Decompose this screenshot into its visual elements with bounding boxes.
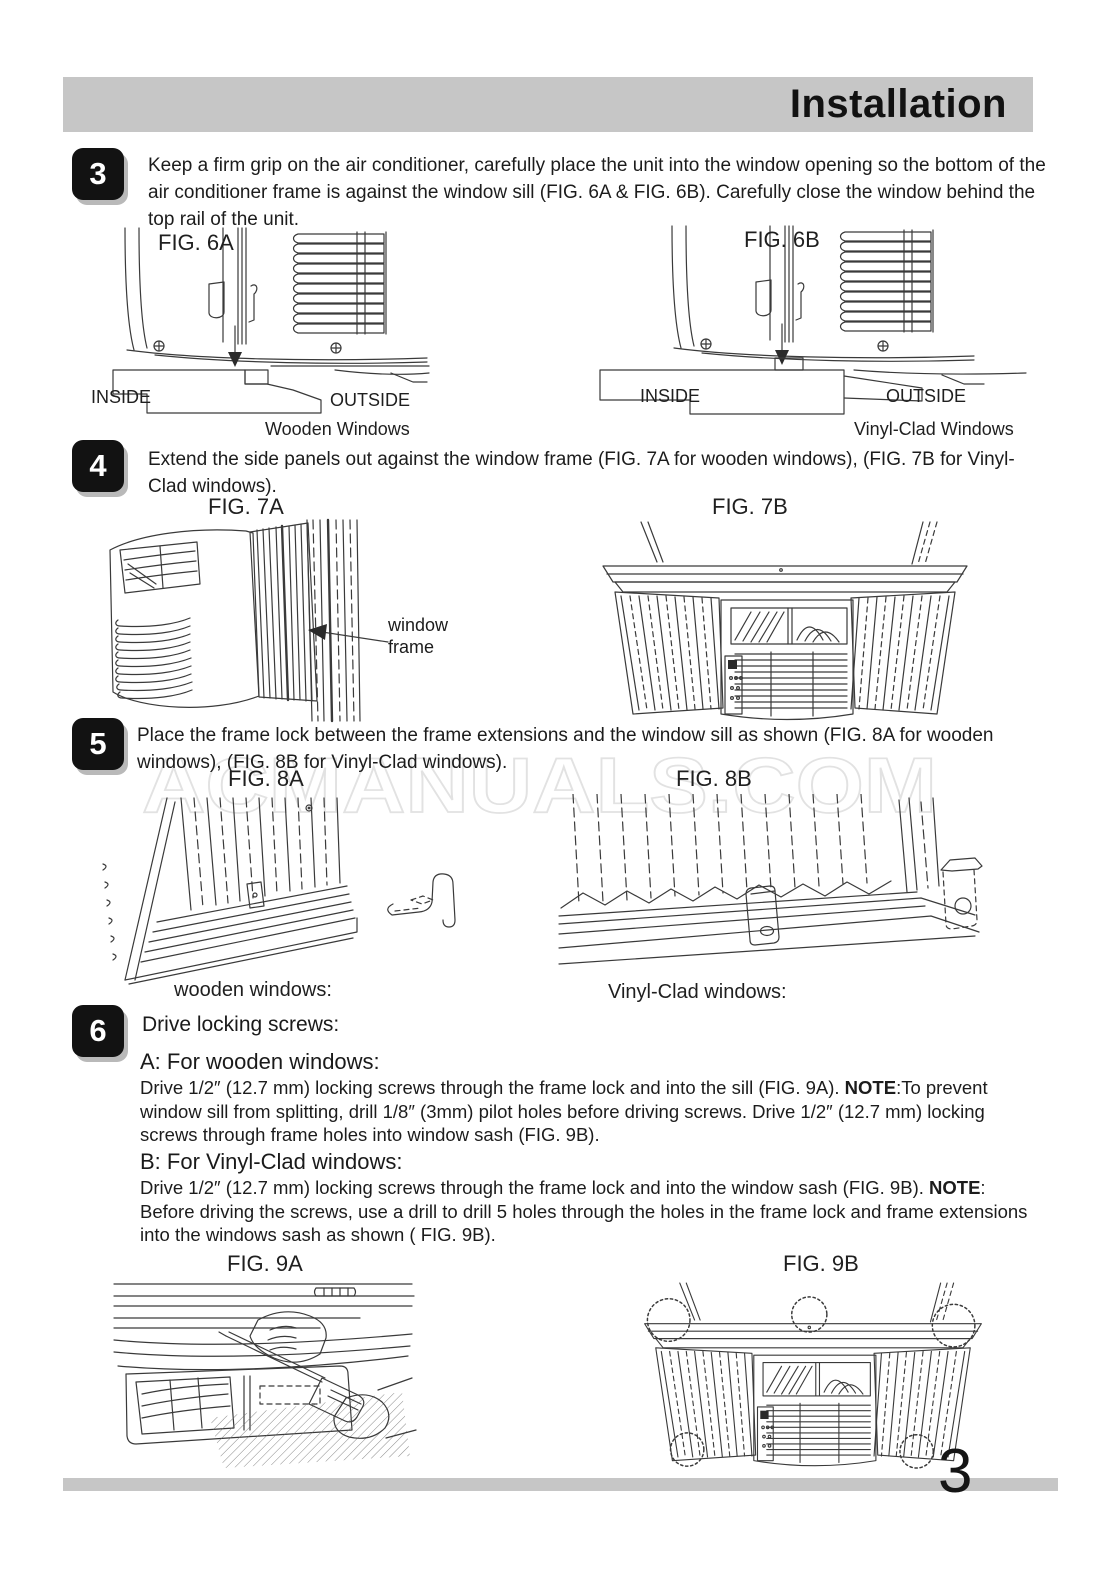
step-4-badge: 4 [72,440,124,492]
fig8b-caption: Vinyl-Clad windows: [608,981,787,1003]
fig9a-illustration [113,1283,417,1468]
fig7a-illustration [109,518,389,723]
frame-lock-art [387,873,456,928]
fig8b-illustration [558,794,983,965]
page-number: 3 [938,1437,973,1506]
page-title: Installation [789,82,1007,126]
section-b-paragraph: Drive 1/2″ (12.7 mm) locking screws thro… [140,1176,1045,1247]
fig6a-inside-label: INSIDE [91,387,152,407]
fig8b-label: FIG. 8B [676,766,752,791]
arrow-left-icon [321,631,389,643]
step-6-badge: 6 [72,1005,124,1057]
section-b-text-2: : Before driving the screws, use a drill… [140,1177,1028,1245]
fig6a-illustration [112,227,430,414]
fig9a-label: FIG. 9A [227,1251,303,1276]
watermark-text: ACMANUALS.COM [142,741,937,829]
step-3-text: Keep a firm grip on the air conditioner,… [148,155,1046,230]
step-4-text: Extend the side panels out against the w… [148,449,1015,497]
section-a-text-1: Drive 1/2″ (12.7 mm) locking screws thro… [140,1077,845,1098]
screw-location-markers [646,1296,976,1469]
footer-bar [63,1478,1058,1491]
fig7b-label: FIG. 7B [712,494,788,519]
hands-art [249,1311,417,1439]
fig9b-label: FIG. 9B [783,1251,859,1276]
watermark: ACMANUALS.COM [141,740,938,830]
ac-bottom-view-art [602,521,968,721]
step-5-badge: 5 [72,718,124,770]
fig6a-label: FIG. 6A [158,230,234,255]
step-6-heading: Drive locking screws: [142,1013,340,1036]
step-5-text: Place the frame lock between the frame e… [137,725,994,773]
vinyl-sill-art [599,357,1027,415]
fig7b-illustration [602,521,968,721]
section-a-heading: A: For wooden windows: [140,1049,380,1074]
step-5-number: 5 [89,726,107,761]
fig8a-illustration [102,797,456,985]
frame-lock-art [940,857,983,930]
step-6-number: 6 [89,1013,107,1048]
section-b-heading: B: For Vinyl-Clad windows: [140,1149,403,1174]
fig6b-caption: Vinyl-Clad Windows [854,419,1014,439]
fig8a-caption: wooden windows: [174,979,332,1001]
fig6b-illustration [599,225,1027,415]
step-3-badge: 3 [72,148,124,200]
note-label: NOTE [929,1177,981,1198]
fig6b-inside-label: INSIDE [640,386,701,406]
fig8a-label: FIG. 8A [228,766,304,791]
fig6b-outside-label: OUTSIDE [886,386,967,406]
fig7a-annotation: window frame [388,615,449,657]
fig7a-label: FIG. 7A [208,494,284,519]
fig6a-caption: Wooden Windows [265,419,410,439]
frame-lock-installed-art [745,885,780,946]
fig9b-illustration [644,1282,982,1469]
fig6b-label: FIG. 6B [744,227,820,252]
section-a-text-2: :To prevent window sill from splitting, … [140,1077,988,1145]
fig6a-outside-label: OUTSIDE [330,390,411,410]
section-b-text-1: Drive 1/2″ (12.7 mm) locking screws thro… [140,1177,930,1198]
header-bar: Installation [63,77,1033,132]
note-label: NOTE [844,1077,897,1098]
window-frame-art [306,518,361,723]
ac-side-section-art [124,227,428,367]
step-4-number: 4 [89,448,107,483]
section-a-paragraph: Drive 1/2″ (12.7 mm) locking screws thro… [140,1076,1030,1147]
wooden-sill-art [112,365,430,414]
step-3-number: 3 [89,156,107,191]
